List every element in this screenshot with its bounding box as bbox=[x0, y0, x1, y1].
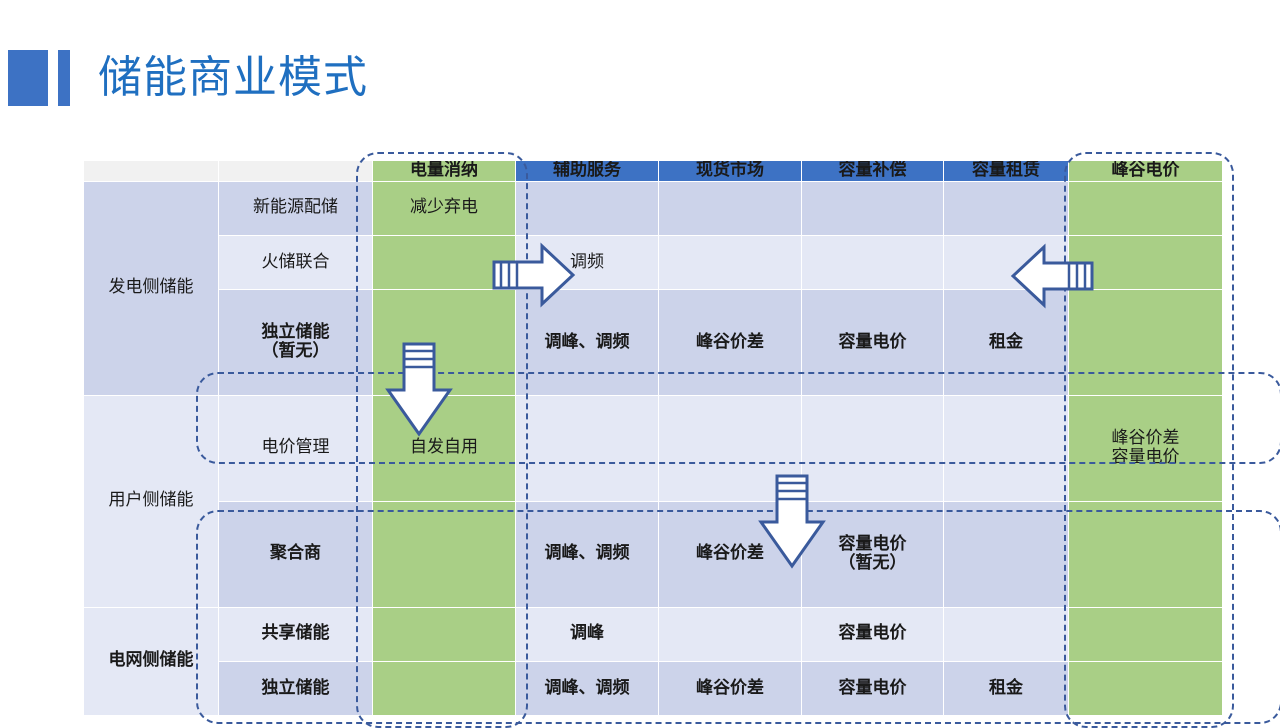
header-corner-group bbox=[83, 160, 219, 182]
row-label-pricemgmt: 电价管理 bbox=[218, 394, 373, 502]
cell-pricemgmt-spot bbox=[658, 394, 802, 502]
cell-independent-spot: 峰谷价差 bbox=[658, 660, 802, 717]
column-header-capcomp[interactable]: 容量补偿 bbox=[801, 160, 944, 182]
header-row: 电量消纳 辅助服务 现货市场 容量补偿 容量租赁 峰谷电价 bbox=[83, 160, 1223, 182]
row-label-thermalstorage: 火储联合 bbox=[218, 234, 373, 291]
table-row: 用户侧储能 电价管理 自发自用 峰谷价差容量电价 bbox=[83, 394, 1223, 608]
group-label-user: 用户侧储能 bbox=[83, 394, 219, 608]
matrix-body: 发电侧储能 新能源配储 减少弃电 火储联合 调频 独立储能（暂无） 调峰、调频 … bbox=[83, 180, 1223, 717]
cell-shared-caplease bbox=[943, 606, 1069, 662]
cell-thermalstorage-peakvalley bbox=[1068, 234, 1223, 291]
group-label-grid: 电网侧储能 bbox=[83, 606, 219, 716]
title-accent-block-thin bbox=[58, 50, 70, 106]
table-row: 独立储能（暂无） 调峰、调频 峰谷价差 容量电价 租金 bbox=[84, 289, 1223, 396]
cell-shared-peakvalley bbox=[1068, 606, 1223, 662]
table-row: 电网侧储能 共享储能 调峰 容量电价 bbox=[83, 606, 1223, 716]
header-corner-scenario bbox=[218, 160, 373, 182]
row-label-newenergy: 新能源配储 bbox=[218, 180, 373, 236]
column-header-peakvalley[interactable]: 峰谷电价 bbox=[1068, 160, 1223, 182]
table-row: 火储联合 调频 bbox=[84, 234, 1223, 291]
cell-pricemgmt-ancillary bbox=[515, 394, 659, 502]
cell-aggregator-spot: 峰谷价差 bbox=[658, 500, 802, 608]
cell-independent-caplease: 租金 bbox=[943, 660, 1069, 717]
cell-thermalstorage-spot bbox=[658, 234, 802, 291]
cell-thermalstorage-ancillary: 调频 bbox=[515, 234, 659, 291]
cell-thermalstorage-consume bbox=[372, 234, 516, 291]
cell-independent-consume bbox=[372, 660, 516, 717]
cell-independent-none-consume bbox=[372, 289, 516, 396]
column-header-ancillary[interactable]: 辅助服务 bbox=[515, 160, 659, 182]
title-bar: 储能商业模式 bbox=[0, 50, 368, 106]
cell-shared-capcomp: 容量电价 bbox=[801, 606, 944, 662]
cell-aggregator-caplease bbox=[943, 500, 1069, 608]
cell-pricemgmt-caplease bbox=[943, 394, 1069, 502]
cell-independent-peakvalley bbox=[1068, 660, 1223, 717]
cell-newenergy-peakvalley bbox=[1068, 180, 1223, 236]
row-label-independent: 独立储能 bbox=[218, 660, 373, 717]
table-row: 聚合商 调峰、调频 峰谷价差 容量电价（暂无） bbox=[84, 500, 1223, 608]
cell-aggregator-ancillary: 调峰、调频 bbox=[515, 500, 659, 608]
matrix-header: 电量消纳 辅助服务 现货市场 容量补偿 容量租赁 峰谷电价 bbox=[83, 160, 1223, 182]
cell-newenergy-capcomp bbox=[801, 180, 944, 236]
cell-independent-none-spot: 峰谷价差 bbox=[658, 289, 802, 396]
cell-newenergy-consume: 减少弃电 bbox=[372, 180, 516, 236]
cell-newenergy-ancillary bbox=[515, 180, 659, 236]
cell-aggregator-peakvalley bbox=[1068, 500, 1223, 608]
cell-independent-none-caplease: 租金 bbox=[943, 289, 1069, 396]
cell-thermalstorage-caplease bbox=[943, 234, 1069, 291]
column-header-consume[interactable]: 电量消纳 bbox=[372, 160, 516, 182]
cell-shared-spot bbox=[658, 606, 802, 662]
cell-thermalstorage-capcomp bbox=[801, 234, 944, 291]
table-row: 发电侧储能 新能源配储 减少弃电 bbox=[83, 180, 1223, 396]
row-label-shared: 共享储能 bbox=[218, 606, 373, 662]
cell-independent-capcomp: 容量电价 bbox=[801, 660, 944, 717]
column-header-caplease[interactable]: 容量租赁 bbox=[943, 160, 1069, 182]
cell-independent-none-ancillary: 调峰、调频 bbox=[515, 289, 659, 396]
table-row: 独立储能 调峰、调频 峰谷价差 容量电价 租金 bbox=[84, 660, 1223, 717]
business-model-matrix: 电量消纳 辅助服务 现货市场 容量补偿 容量租赁 峰谷电价 发电侧储能 新能源配… bbox=[83, 160, 1223, 717]
row-label-aggregator: 聚合商 bbox=[218, 500, 373, 608]
cell-shared-ancillary: 调峰 bbox=[515, 606, 659, 662]
page-title: 储能商业模式 bbox=[98, 52, 368, 103]
cell-independent-none-peakvalley bbox=[1068, 289, 1223, 396]
group-label-generation: 发电侧储能 bbox=[83, 180, 219, 396]
cell-independent-none-capcomp: 容量电价 bbox=[801, 289, 944, 396]
column-header-spot[interactable]: 现货市场 bbox=[658, 160, 802, 182]
cell-pricemgmt-consume: 自发自用 bbox=[372, 394, 516, 502]
title-accent-block-wide bbox=[8, 50, 48, 106]
cell-newenergy-spot bbox=[658, 180, 802, 236]
cell-aggregator-consume bbox=[372, 500, 516, 608]
cell-newenergy-caplease bbox=[943, 180, 1069, 236]
cell-pricemgmt-peakvalley: 峰谷价差容量电价 bbox=[1068, 394, 1223, 502]
cell-shared-consume bbox=[372, 606, 516, 662]
row-label-independent-none: 独立储能（暂无） bbox=[218, 289, 373, 396]
cell-aggregator-capcomp: 容量电价（暂无） bbox=[801, 500, 944, 608]
cell-pricemgmt-capcomp bbox=[801, 394, 944, 502]
cell-independent-ancillary: 调峰、调频 bbox=[515, 660, 659, 717]
